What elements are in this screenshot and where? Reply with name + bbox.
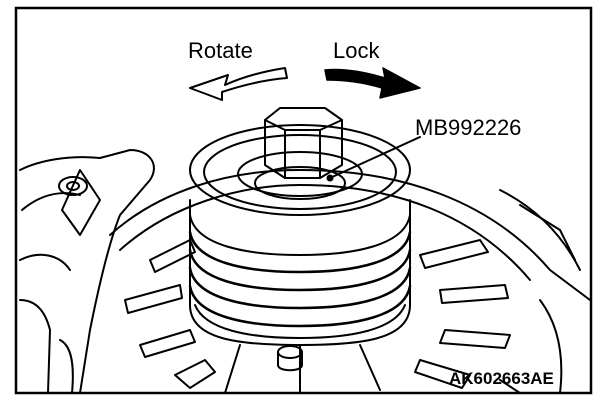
rotate-label: Rotate	[188, 38, 253, 63]
figure-frame	[14, 6, 593, 395]
lock-arrow	[324, 67, 421, 99]
lock-label: Lock	[333, 38, 380, 63]
leader-dot	[326, 174, 334, 182]
part-number-label: MB992226	[415, 115, 522, 140]
rotate-arrow	[189, 67, 288, 101]
alternator-housing	[19, 149, 591, 394]
figure-code-label: AK602663AE	[449, 369, 554, 388]
leader-line	[329, 136, 421, 179]
hex-tool	[254, 107, 346, 200]
bottom-bolt	[277, 345, 303, 372]
pulley	[188, 124, 412, 346]
